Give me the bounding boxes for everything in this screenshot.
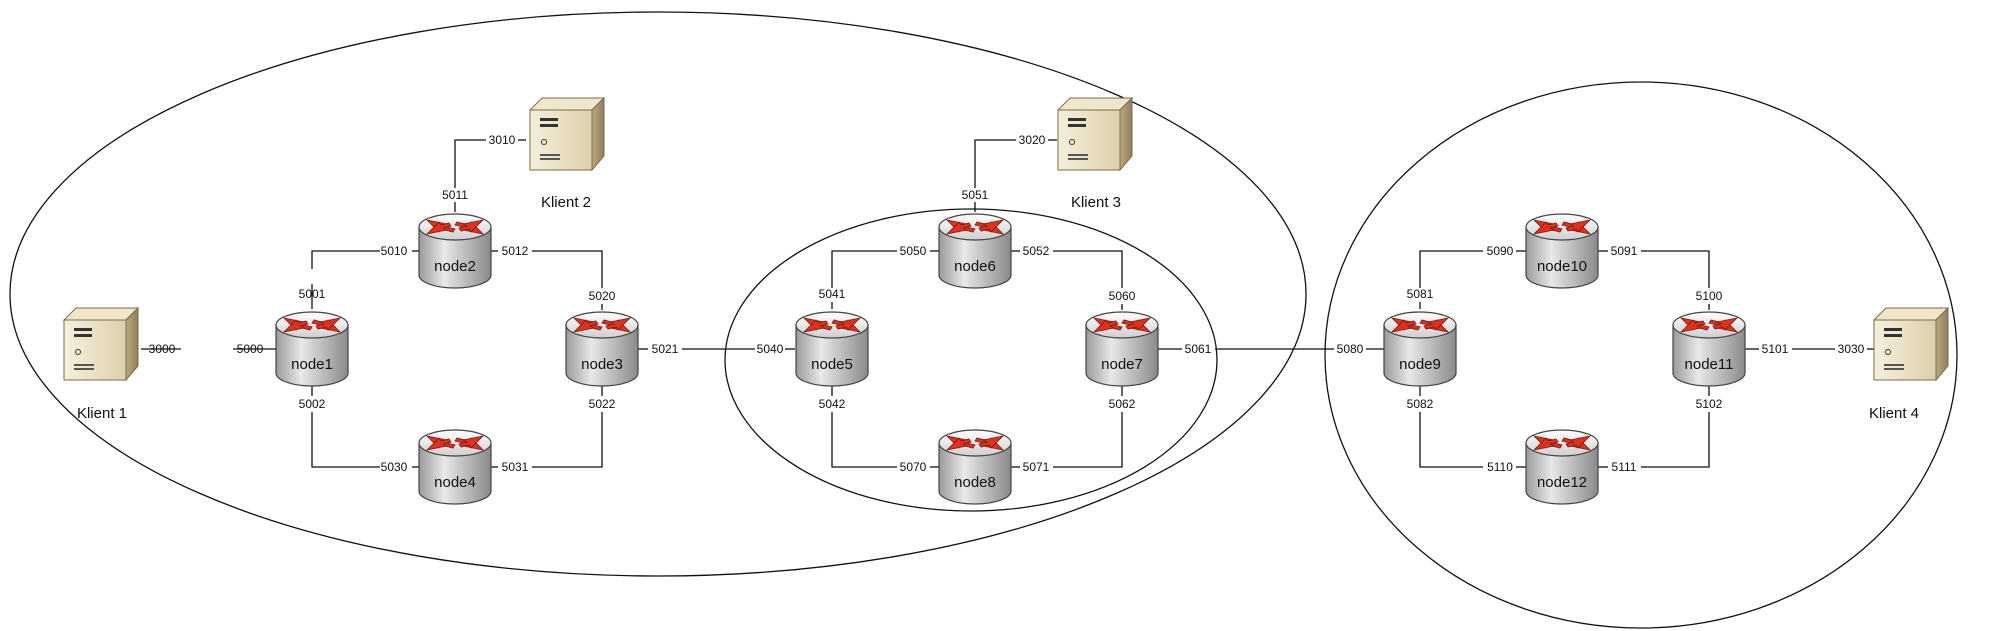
server-icon <box>528 96 606 172</box>
port-label: 5090 <box>1487 244 1514 258</box>
router-label: node3 <box>581 356 623 373</box>
router-label: node8 <box>954 474 996 491</box>
router-node3[interactable]: node3 <box>565 311 639 387</box>
links <box>141 139 1874 468</box>
router-icon <box>1672 311 1746 387</box>
client-label: Klient 1 <box>77 405 127 422</box>
port-label: 5042 <box>819 397 846 411</box>
group-middle-ellipse <box>724 208 1218 512</box>
client-klient-1[interactable]: Klient 1 <box>62 306 140 422</box>
router-icon <box>938 213 1012 289</box>
client-label: Klient 2 <box>541 194 591 211</box>
router-icon <box>565 311 639 387</box>
port-label: 5110 <box>1487 460 1513 474</box>
router-label: node12 <box>1537 474 1587 491</box>
port-label: 3000 <box>149 342 176 356</box>
router-icon <box>418 213 492 289</box>
router-node2[interactable]: node2 <box>418 213 492 289</box>
router-icon <box>275 311 349 387</box>
router-label: node10 <box>1537 258 1587 275</box>
port-label: 5102 <box>1696 397 1723 411</box>
router-node1[interactable]: node1 <box>275 311 349 387</box>
router-label: node2 <box>434 258 476 275</box>
router-icon <box>1383 311 1457 387</box>
router-label: node9 <box>1399 356 1441 373</box>
port-label: 5021 <box>652 342 679 356</box>
router-icon <box>1085 311 1159 387</box>
port-label: 5061 <box>1185 342 1212 356</box>
port-label: 5081 <box>1407 287 1434 301</box>
port-label: 5060 <box>1109 289 1136 303</box>
port-label: 5012 <box>502 244 529 258</box>
client-klient-4[interactable]: Klient 4 <box>1869 306 1950 422</box>
port-label: 5111 <box>1612 460 1637 474</box>
port-label: 3020 <box>1019 133 1046 147</box>
router-icon <box>938 429 1012 505</box>
port-label: 5010 <box>381 244 408 258</box>
port-label: 5100 <box>1696 289 1723 303</box>
router-label: node7 <box>1101 356 1143 373</box>
router-node8[interactable]: node8 <box>938 429 1012 505</box>
router-node11[interactable]: node11 <box>1672 311 1746 387</box>
client-klient-3[interactable]: Klient 3 <box>1056 96 1134 211</box>
port-label: 5030 <box>381 460 408 474</box>
router-icon <box>795 311 869 387</box>
router-label: node5 <box>811 356 853 373</box>
server-icon <box>62 306 140 382</box>
router-icon <box>1525 213 1599 289</box>
router-node7[interactable]: node7 <box>1085 311 1159 387</box>
router-node4[interactable]: node4 <box>418 429 492 505</box>
port-label: 5080 <box>1337 342 1364 356</box>
server-icon <box>1872 306 1950 382</box>
port-label: 5040 <box>757 342 784 356</box>
server-icon <box>1056 96 1134 172</box>
router-node12[interactable]: node12 <box>1525 429 1599 505</box>
router-label: node1 <box>291 356 333 373</box>
port-label: 3010 <box>489 133 516 147</box>
port-labels: 3000 5000 3010 5011 5010 5012 5001 5002 … <box>149 133 1865 474</box>
router-node6[interactable]: node6 <box>938 213 1012 289</box>
group-right-ellipse <box>1324 81 1958 629</box>
port-label: 5022 <box>589 397 616 411</box>
port-label: 3030 <box>1838 342 1865 356</box>
port-label: 5082 <box>1407 397 1434 411</box>
port-label: 5031 <box>502 460 529 474</box>
port-label: 5091 <box>1611 244 1638 258</box>
client-klient-2[interactable]: Klient 2 <box>528 96 606 211</box>
port-label: 5062 <box>1109 397 1136 411</box>
port-label: 5101 <box>1762 342 1789 356</box>
port-label: 5071 <box>1023 460 1050 474</box>
router-nodes: node1 node2 node3 node4 node5 node6 node7 node8… <box>275 213 1746 505</box>
port-label: 5052 <box>1023 244 1050 258</box>
port-label: 5002 <box>299 397 326 411</box>
client-label: Klient 3 <box>1071 194 1121 211</box>
client-label: Klient 4 <box>1869 405 1919 422</box>
port-label: 5070 <box>900 460 927 474</box>
port-label: 5051 <box>962 188 989 202</box>
port-label: 5050 <box>900 244 927 258</box>
router-label: node6 <box>954 258 996 275</box>
port-label: 5000 <box>237 342 264 356</box>
router-label: node11 <box>1685 356 1734 373</box>
port-label: 5011 <box>442 188 468 202</box>
port-label: 5020 <box>589 289 616 303</box>
router-icon <box>418 429 492 505</box>
port-label: 5001 <box>299 287 326 301</box>
router-icon <box>1525 429 1599 505</box>
port-label: 5041 <box>819 287 846 301</box>
group-left-ellipse <box>9 11 1307 577</box>
router-node5[interactable]: node5 <box>795 311 869 387</box>
router-node9[interactable]: node9 <box>1383 311 1457 387</box>
router-node10[interactable]: node10 <box>1525 213 1599 289</box>
router-label: node4 <box>434 474 476 491</box>
